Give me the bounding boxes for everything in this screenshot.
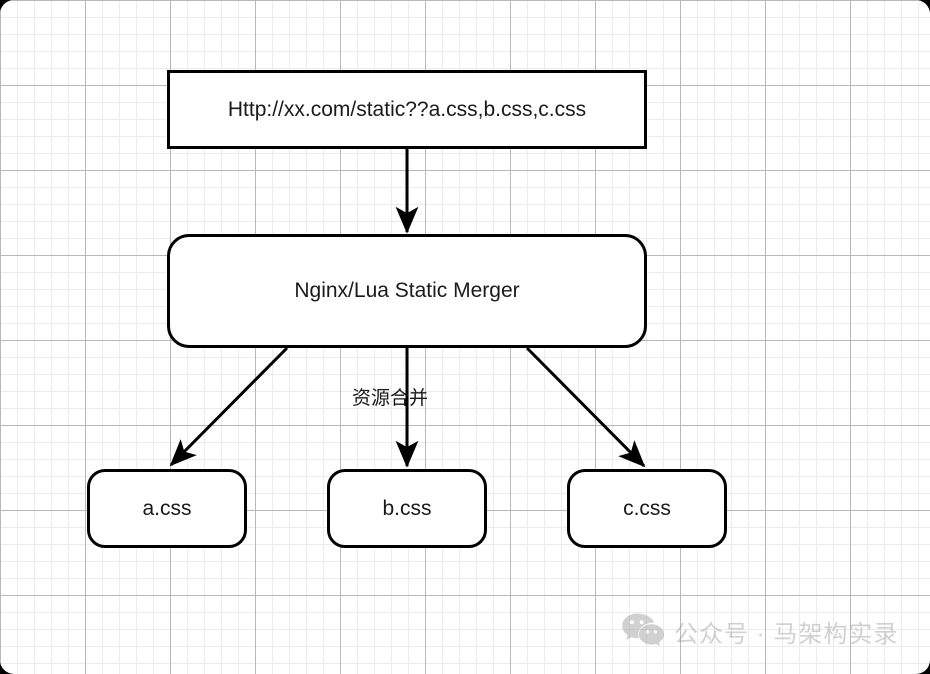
- edge-merger-to-a-css: [169, 346, 289, 467]
- node-nginx-lua-static-merger[interactable]: Nginx/Lua Static Merger: [167, 234, 647, 348]
- wechat-icon: [622, 613, 665, 647]
- edge-merger-to-c-css: [525, 346, 646, 468]
- node-c-css[interactable]: c.css: [567, 469, 727, 548]
- node-request[interactable]: Http://xx.com/static??a.css,b.css,c.css: [167, 70, 647, 149]
- node-merger-label: Nginx/Lua Static Merger: [294, 279, 520, 303]
- edge-label-resource-merge: 资源合并: [352, 388, 429, 409]
- node-b-css-label: b.css: [382, 496, 432, 520]
- node-c-css-label: c.css: [623, 496, 671, 520]
- watermark-text: 公众号 · 马架构实录: [674, 620, 899, 648]
- node-b-css[interactable]: b.css: [327, 469, 487, 548]
- watermark: 公众号 · 马架构实录: [621, 612, 898, 650]
- node-a-css[interactable]: a.css: [87, 469, 247, 548]
- node-a-css-label: a.css: [142, 496, 192, 520]
- node-request-label: Http://xx.com/static??a.css,b.css,c.css: [227, 97, 587, 121]
